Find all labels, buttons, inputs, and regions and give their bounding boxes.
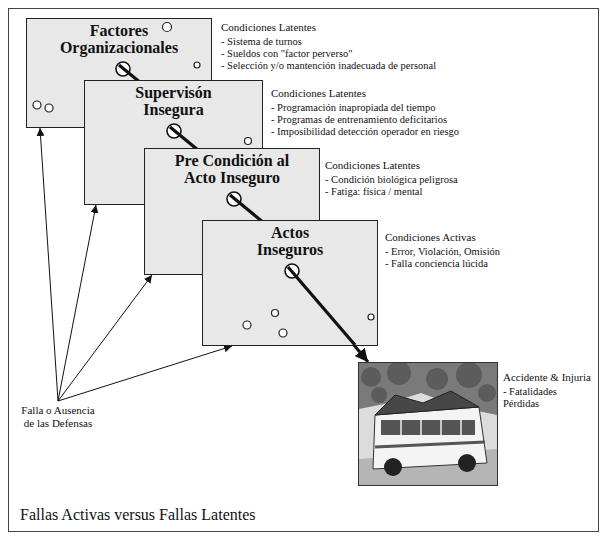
condition-list: Condiciones Latentes - Condición biológic…	[325, 159, 458, 198]
condition-item: - Fatalidades Pérdidas	[503, 386, 595, 410]
condition-list: Condiciones Activas - Error, Violación, O…	[385, 231, 500, 270]
bus-stripe	[375, 442, 485, 447]
cheese-hole	[163, 23, 172, 32]
photo-foliage	[387, 363, 411, 385]
condition-item: - Fatiga: física / mental	[325, 186, 458, 198]
slice-heading: Factores Organizacionales	[29, 23, 209, 57]
condition-item: - Imposibilidad detección operador en ri…	[271, 126, 459, 138]
cheese-hole	[272, 310, 279, 317]
bus-window-post	[460, 420, 462, 435]
condition-item: - Falla conciencia lúcida	[385, 258, 500, 270]
cheese-hole	[279, 329, 287, 337]
connector-arrow	[40, 128, 58, 401]
slice-heading: Supervisón Insegura	[114, 85, 234, 119]
bus-wheel	[458, 454, 476, 472]
defense-text: Falla o Ausencia de las Defensas	[16, 404, 100, 430]
photo-foliage	[361, 367, 381, 387]
connector-arrow	[354, 345, 368, 362]
connector-arrow	[58, 275, 152, 401]
condition-list: Condiciones Latentes- Sistema de turnos-…	[221, 21, 436, 72]
condition-list: Condiciones Latentes - Programación inapr…	[271, 87, 459, 138]
photo-illustration	[359, 363, 497, 485]
photo-foliage	[478, 384, 496, 402]
cheese-hole	[194, 62, 200, 68]
condition-item: - Error, Violación, Omisión	[385, 246, 500, 258]
cheese-hole	[243, 321, 251, 329]
cheese-hole	[245, 138, 252, 145]
condition-item: - Selección y/o mantención inadecuada de…	[221, 60, 436, 72]
condition-heading: Condiciones Latentes	[271, 87, 459, 99]
cheese-hole	[33, 101, 41, 109]
slice-heading: Pre Condición al Acto Inseguro	[165, 153, 299, 187]
condition-item: - Programas de entrenamiento deficitario…	[271, 114, 459, 126]
trajectory-line	[288, 267, 355, 345]
condition-heading: Condiciones Activas	[385, 231, 500, 243]
connector-arrow	[58, 346, 232, 401]
condition-heading: Accidente & Injuria	[503, 371, 595, 383]
photo-trees	[359, 363, 497, 415]
cheese-slice: Actos InsegurosCondiciones Activas- Erro…	[202, 220, 378, 346]
outer-frame	[9, 9, 599, 532]
slice-heading: Actos Inseguros	[245, 225, 335, 259]
connector-arrow	[58, 205, 96, 401]
condition-list: Accidente & Injuria - Fatalidades Pérdida…	[503, 371, 595, 410]
photo-foliage	[371, 387, 387, 403]
trajectory-line	[230, 195, 264, 223]
condition-item: - Sueldos con "factor perverso"	[221, 48, 436, 60]
defense-label: Falla o Ausencia de las Defensas	[16, 404, 100, 430]
bus-window-post	[440, 420, 442, 435]
cheese-hole	[45, 104, 53, 112]
condition-heading: Condiciones Latentes	[325, 159, 458, 171]
photo-foliage	[456, 363, 482, 388]
bus-windows	[381, 420, 475, 435]
condition-heading: Condiciones Latentes	[221, 21, 436, 33]
bus-window-post	[420, 420, 422, 435]
photo-foliage	[426, 368, 448, 390]
condition-item: - Condición biológica peligrosa	[325, 174, 458, 186]
photo-sky	[359, 363, 497, 485]
bus-window-post	[400, 420, 402, 435]
cheese-hole	[368, 314, 374, 320]
bus-wheel	[384, 458, 402, 476]
condition-item: - Sistema de turnos	[221, 36, 436, 48]
accident-photo: Accidente & Injuria- Fatalidades Pérdida…	[358, 362, 498, 486]
bus-crushed-roof	[375, 391, 479, 415]
condition-item: - Programación inapropiada del tiempo	[271, 102, 459, 114]
caption: Fallas Activas versus Fallas Latentes	[20, 506, 256, 524]
